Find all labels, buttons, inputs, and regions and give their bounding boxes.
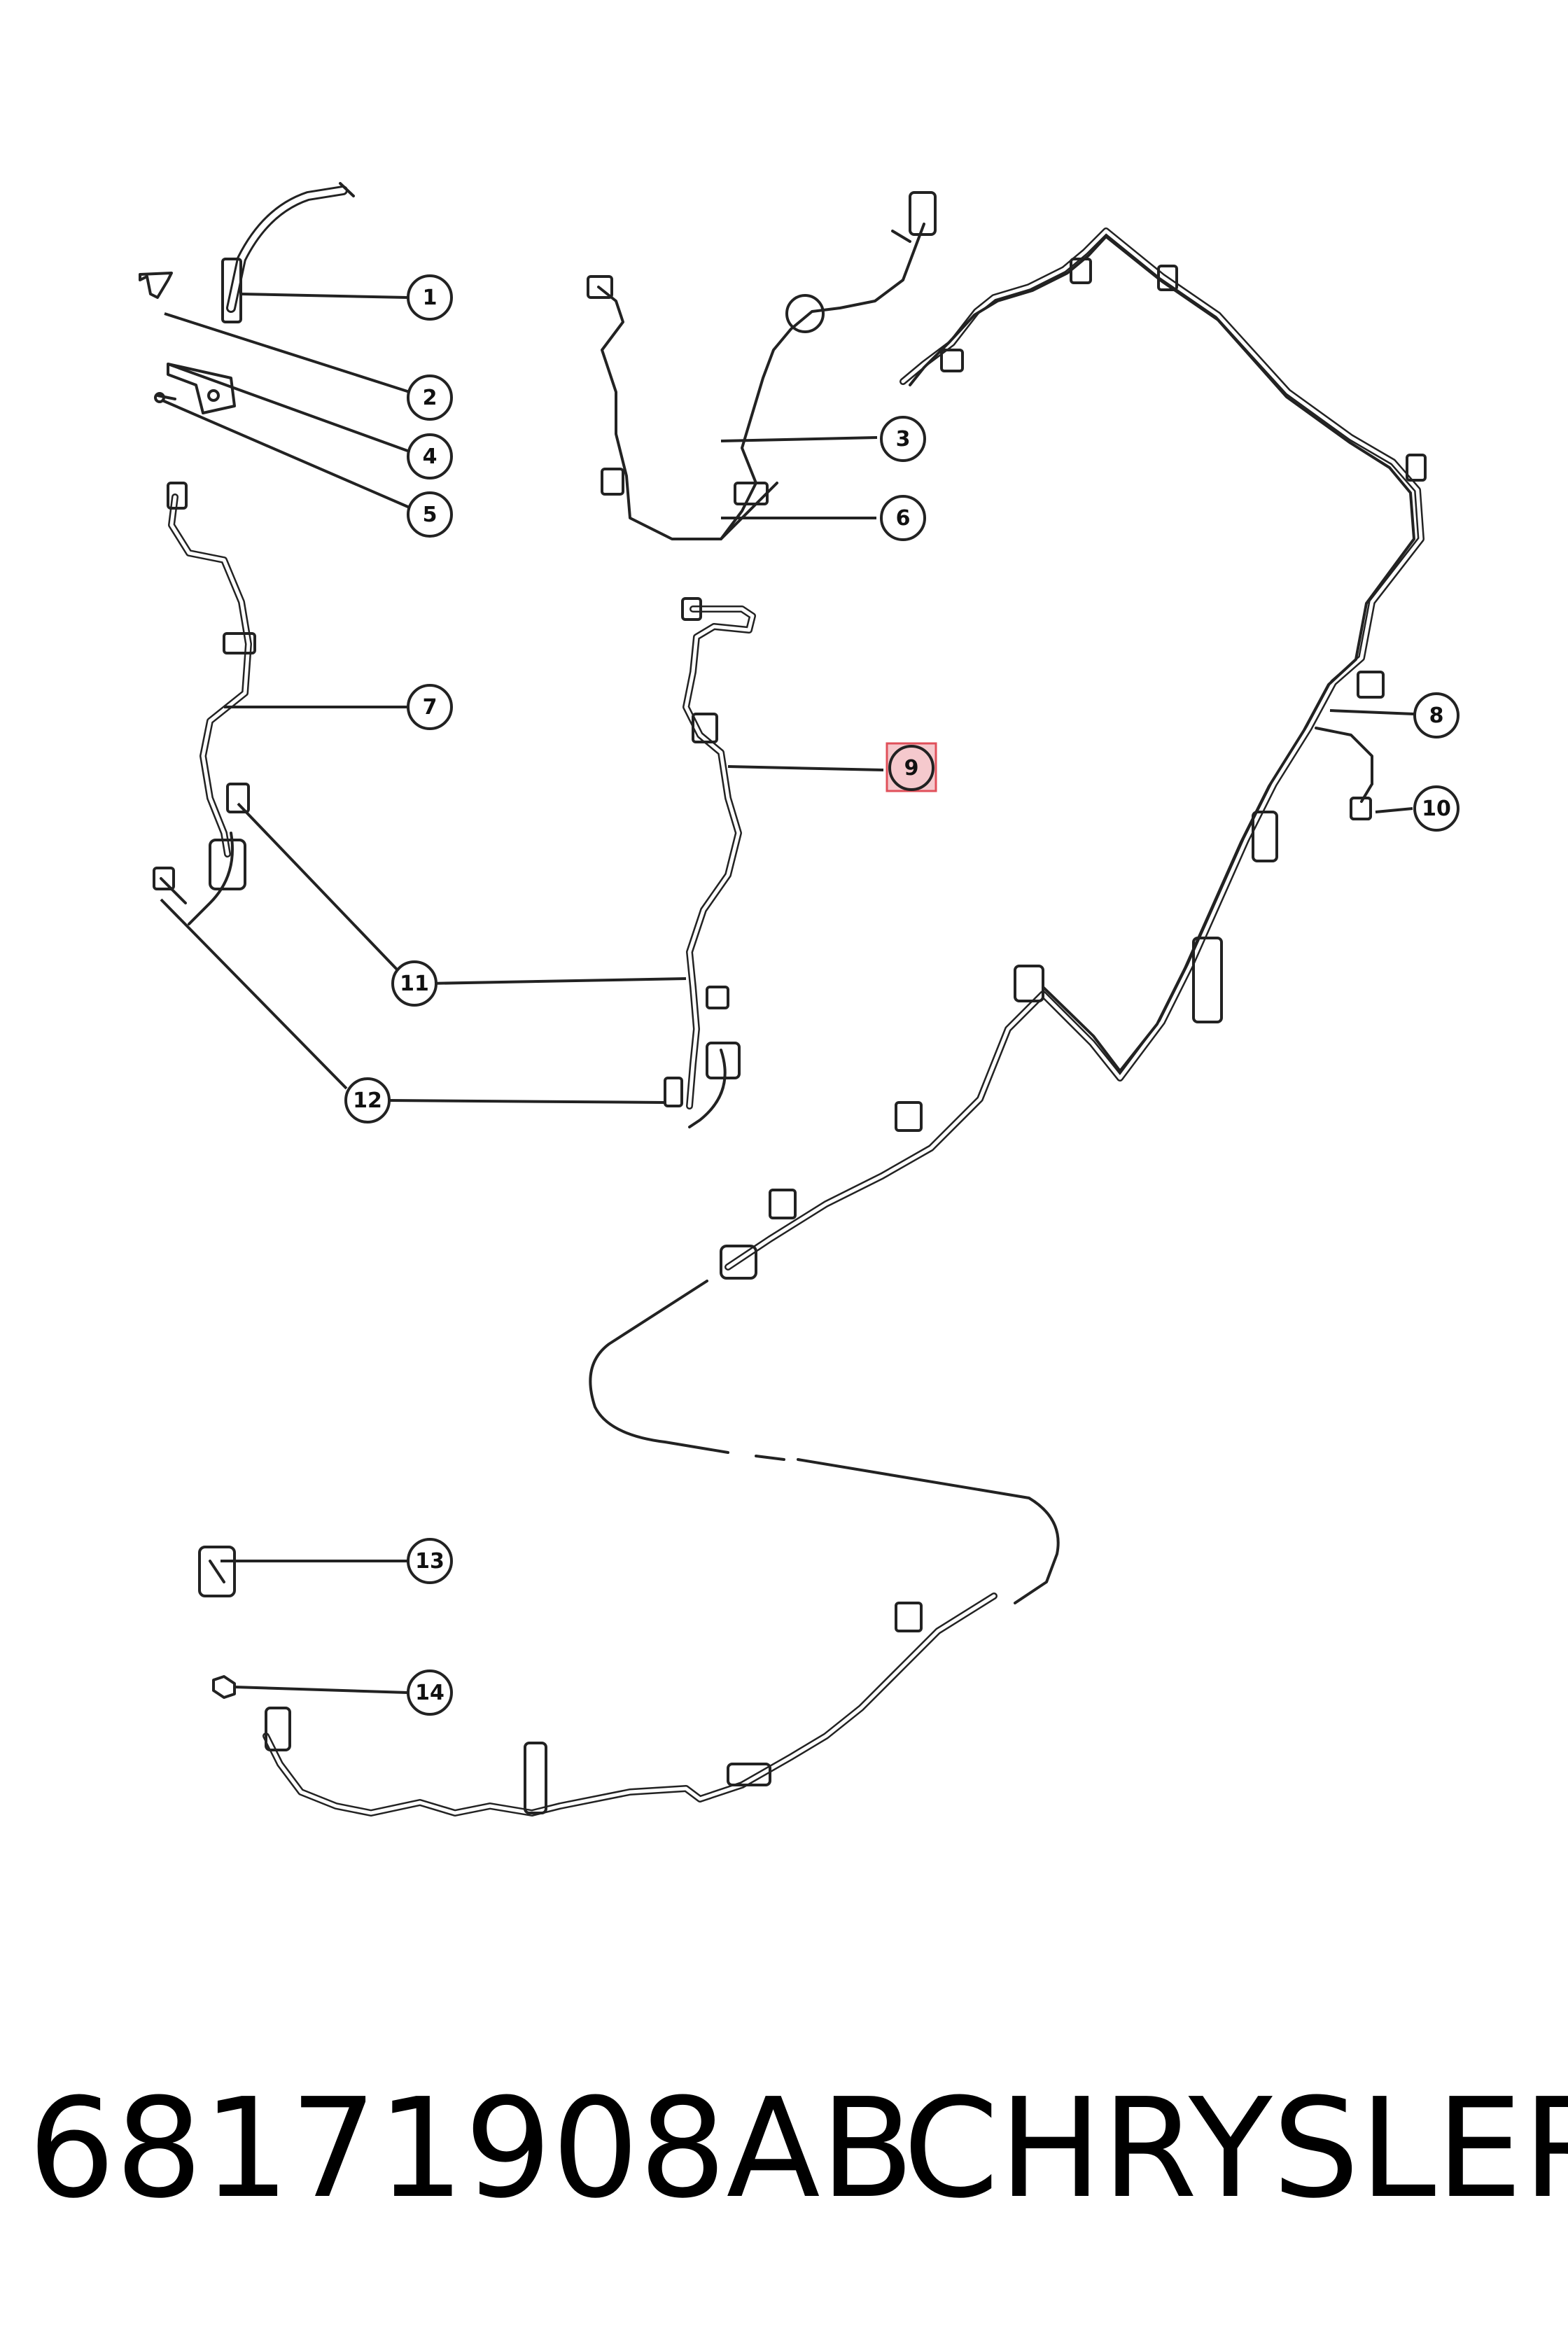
part-14-clip [212,1675,236,1699]
callout-4: 4 [407,433,453,479]
callout-8: 8 [1413,692,1460,738]
svg-text:13: 13 [415,1549,444,1574]
part-8-main-line [720,227,1427,1280]
svg-text:6: 6 [896,506,911,531]
callout-14: 14 [407,1670,453,1716]
svg-text:9: 9 [904,756,919,780]
callout-12: 12 [344,1077,391,1124]
part-5-pin [154,392,176,403]
continuation-line [589,1280,1060,1604]
part-10-fitting [1350,797,1372,820]
part-3-6-harness [587,191,937,540]
svg-text:11: 11 [400,972,429,996]
part-1-hose [221,182,355,323]
svg-text:14: 14 [415,1681,444,1705]
leader-lines [160,293,1415,1694]
svg-text:5: 5 [423,503,438,527]
part-2-clip [139,272,173,299]
svg-text:12: 12 [353,1088,382,1113]
callout-6: 6 [880,495,926,541]
callout-9-highlighted: 9 [886,742,937,792]
part-4-bracket [167,363,236,414]
svg-text:4: 4 [423,444,438,469]
lower-brake-line [262,1592,997,1816]
part-12-bolt [153,867,187,904]
brand-name: CHRYSLER [903,2069,1568,2229]
svg-text:2: 2 [423,386,438,410]
part-7-brake-line [167,482,256,925]
callout-13: 13 [407,1538,453,1584]
callouts: 1 2 3 4 5 6 7 8 9 10 11 12 13 14 [344,274,1460,1716]
callout-11: 11 [391,960,438,1007]
svg-text:8: 8 [1429,704,1444,728]
svg-text:10: 10 [1422,797,1451,821]
svg-text:1: 1 [423,286,438,310]
callout-1: 1 [407,274,453,321]
callout-3: 3 [880,416,926,462]
callout-7: 7 [407,684,453,730]
svg-text:7: 7 [423,695,438,720]
part-9-brake-line [664,597,756,1128]
callout-2: 2 [407,374,453,421]
footer-caption: 68171908AB CHRYSLER [28,2065,1568,2233]
part-13-fitting [198,1546,236,1597]
part-number: 68171908AB [28,2069,915,2229]
callout-5: 5 [407,491,453,538]
callout-10: 10 [1413,785,1460,832]
svg-text:3: 3 [896,427,911,451]
